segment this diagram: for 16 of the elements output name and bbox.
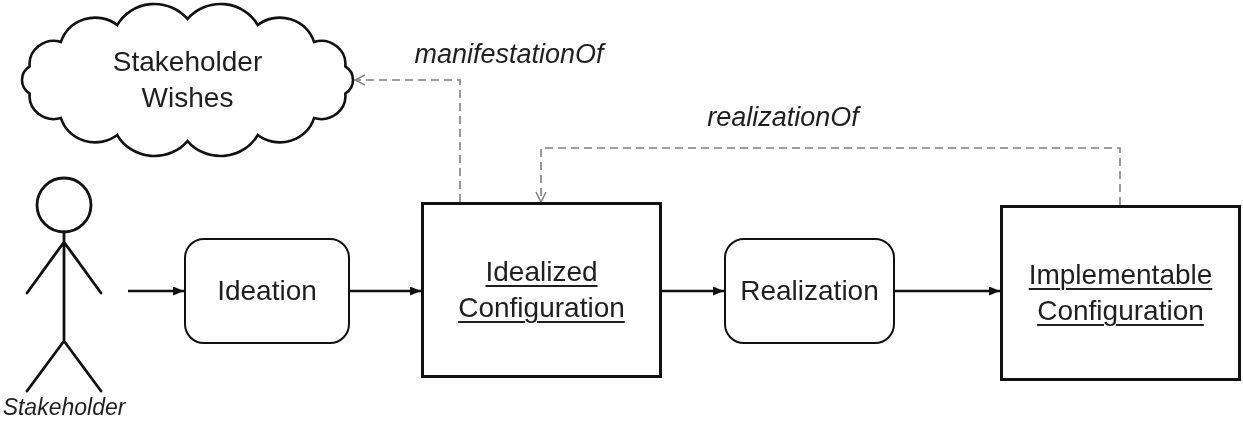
arrow: [662, 286, 724, 296]
box-label: Ideation: [217, 274, 317, 309]
arrow: [350, 286, 421, 296]
box-label: Idealized Configuration: [457, 255, 626, 325]
arrow: [128, 286, 184, 296]
box-label: Realization: [740, 274, 879, 309]
box-label: Implementable Configuration: [1027, 258, 1214, 328]
object-box: [1000, 205, 1241, 381]
arrow: [895, 286, 1000, 296]
dashed-arrow: [535, 147, 1121, 206]
cloud-label: Stakeholder Wishes: [111, 45, 264, 115]
dashed-arrow: [354, 74, 461, 203]
object-box: [421, 202, 662, 378]
process-box: [184, 238, 350, 344]
process-box: [724, 238, 895, 344]
actor-label: Stakeholder: [1, 394, 127, 422]
